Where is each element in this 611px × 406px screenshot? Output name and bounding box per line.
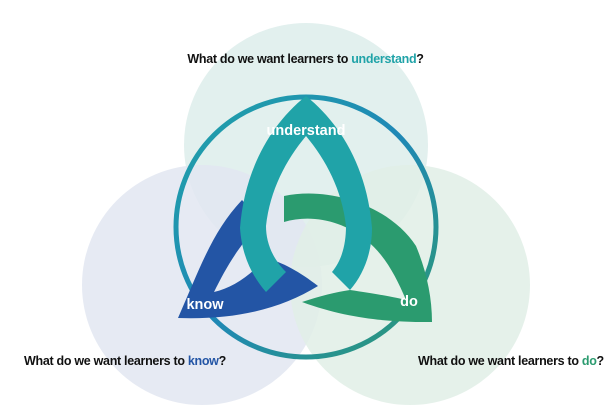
- question-know-keyword: know: [187, 354, 219, 368]
- question-do-prefix: What do we want learners to: [418, 354, 582, 368]
- do-lobe: [284, 193, 432, 322]
- question-understand-keyword: understand: [351, 52, 417, 66]
- know-lobe: [178, 200, 318, 319]
- question-know-prefix: What do we want learners to: [24, 354, 188, 368]
- question-do: What do we want learners to do?: [418, 354, 604, 368]
- knot-label-know: know: [186, 297, 224, 313]
- question-understand: What do we want learners to understand?: [0, 52, 611, 66]
- question-understand-prefix: What do we want learners to: [187, 52, 352, 66]
- question-understand-suffix: ?: [416, 52, 424, 66]
- question-know: What do we want learners to know?: [24, 354, 226, 368]
- question-do-keyword: do: [581, 354, 597, 368]
- understand-lobe: [240, 96, 372, 292]
- question-know-suffix: ?: [218, 354, 227, 368]
- knot-label-understand: understand: [267, 123, 346, 139]
- question-do-suffix: ?: [596, 354, 605, 368]
- knot-label-do: do: [400, 294, 418, 310]
